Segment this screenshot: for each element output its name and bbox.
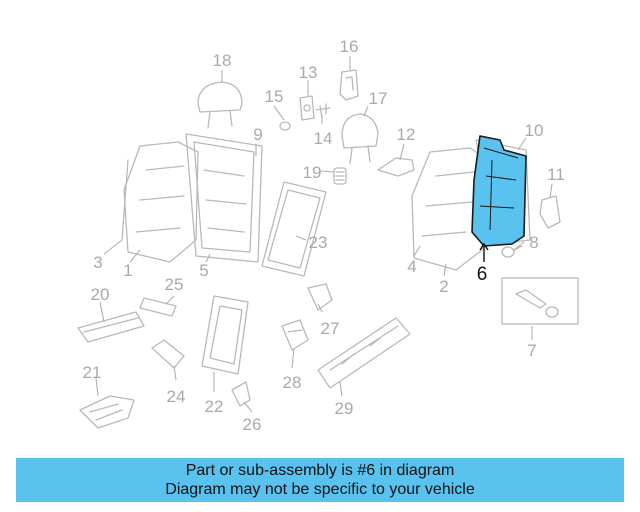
strip-part-25: [139, 297, 177, 317]
bracket-part-11: [539, 195, 561, 229]
hinge-part-27: [307, 283, 333, 311]
highlighted-part-6: [471, 135, 527, 247]
callout-14: 14: [314, 129, 333, 148]
callout-19: 19: [303, 163, 322, 182]
seat-frame-part-9: [185, 133, 263, 263]
grommet-part-15: [279, 121, 291, 131]
callout-10: 10: [525, 121, 544, 140]
leader-lines: [95, 56, 553, 413]
callout-28: 28: [283, 373, 302, 392]
callout-15: 15: [265, 87, 284, 106]
banner-line-1: Part or sub-assembly is #6 in diagram: [185, 462, 455, 479]
banner-line-2: Diagram may not be specific to your vehi…: [165, 481, 475, 498]
headrest-part-17: [341, 113, 379, 165]
callout-4: 4: [407, 257, 416, 276]
cover-part-12: [377, 157, 415, 177]
callout-labels: 18 16 13 15 17 14 12 9 19 10 11 8 23 3 1…: [83, 37, 565, 434]
callout-21: 21: [83, 363, 102, 382]
bracket-part-16: [339, 69, 359, 101]
callout-29: 29: [335, 399, 354, 418]
callout-27: 27: [321, 319, 340, 338]
callout-5: 5: [199, 261, 208, 280]
info-banner: Part or sub-assembly is #6 in diagram Di…: [16, 458, 624, 502]
guide-part-13: [299, 95, 315, 121]
cushion-part-20: [77, 311, 145, 343]
parts-diagram: 18 16 13 15 17 14 12 9 19 10 11 8 23 3 1…: [77, 37, 579, 434]
callout-25: 25: [165, 275, 184, 294]
callout-18: 18: [213, 51, 232, 70]
kit-part-7: [501, 277, 579, 325]
callout-9: 9: [253, 125, 262, 144]
callout-24: 24: [167, 387, 186, 406]
callout-23: 23: [309, 233, 328, 252]
callout-16: 16: [340, 37, 359, 56]
hinge-part-28: [281, 319, 309, 351]
seat-back-part-1: [121, 141, 199, 263]
bracket-part-26: [231, 381, 251, 407]
headrest-part-18: [197, 81, 243, 129]
frame-part-22: [201, 295, 249, 375]
bolt-part-14: [315, 103, 331, 119]
callout-26: 26: [243, 415, 262, 434]
callout-12: 12: [397, 125, 416, 144]
callout-22: 22: [205, 397, 224, 416]
clip-part-8: [501, 245, 523, 258]
support-part-29: [317, 317, 411, 389]
callout-1: 1: [123, 261, 132, 280]
callout-20: 20: [91, 285, 110, 304]
panel-part-24: [151, 339, 185, 369]
callout-3: 3: [93, 253, 102, 272]
callout-8: 8: [529, 233, 538, 252]
seat-back-part-2: [411, 147, 489, 271]
callout-11: 11: [547, 165, 565, 184]
callout-13: 13: [299, 63, 318, 82]
panel-part-23: [261, 181, 327, 277]
callout-7: 7: [527, 341, 536, 360]
base-part-21: [79, 395, 135, 429]
callout-6-highlighted: 6: [477, 264, 488, 285]
callout-2: 2: [439, 277, 448, 296]
callout-17: 17: [369, 89, 388, 108]
clip-part-19: [333, 167, 347, 185]
